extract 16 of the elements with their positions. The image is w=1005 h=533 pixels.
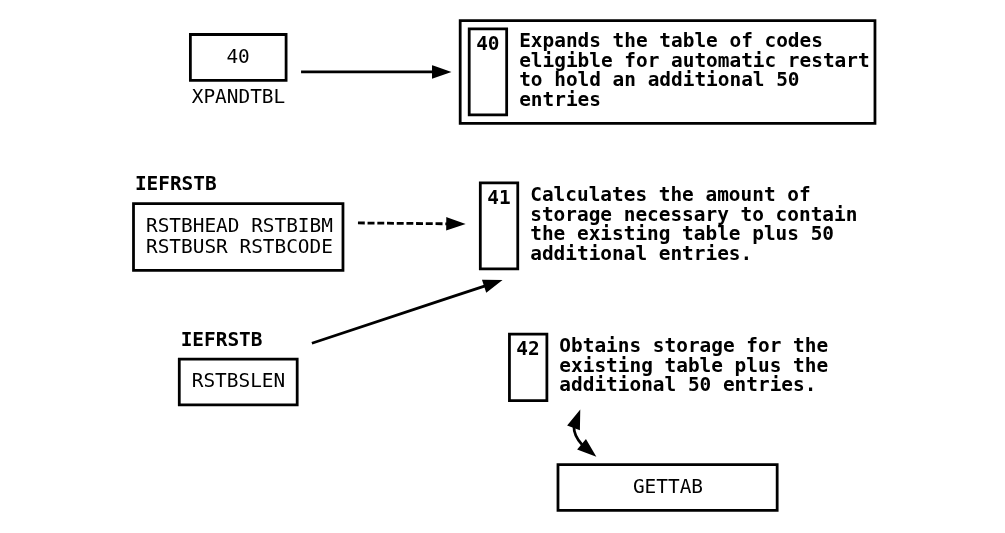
arrow xyxy=(301,65,452,79)
node-label: IEFRSTB xyxy=(180,327,263,351)
node-box: RSTBSLEN xyxy=(177,357,299,407)
node-box: 41 xyxy=(478,181,520,271)
node-label: Obtains storage for the existing table plus the additional 50 entries. xyxy=(559,334,829,397)
node-label: IEFRSTB xyxy=(134,172,217,196)
node-label: Calculates the amount of storage necessary to contain the existing table plus 50 additional entries. xyxy=(530,183,858,265)
arrow xyxy=(357,217,466,231)
node-box: 42 xyxy=(508,332,549,403)
arrow xyxy=(567,409,597,457)
arrow xyxy=(311,279,503,345)
node-label: XPANDTBL xyxy=(191,84,286,108)
node-box: 40 xyxy=(189,33,288,82)
node-box: 40 Expands the table of codes eligible for automatic restart to hold an additional 50 entries xyxy=(458,19,877,125)
node-box: RSTBHEAD RSTBIBM RSTBUSR RSTBCODE xyxy=(132,202,345,272)
node-box: GETTAB xyxy=(556,463,779,512)
